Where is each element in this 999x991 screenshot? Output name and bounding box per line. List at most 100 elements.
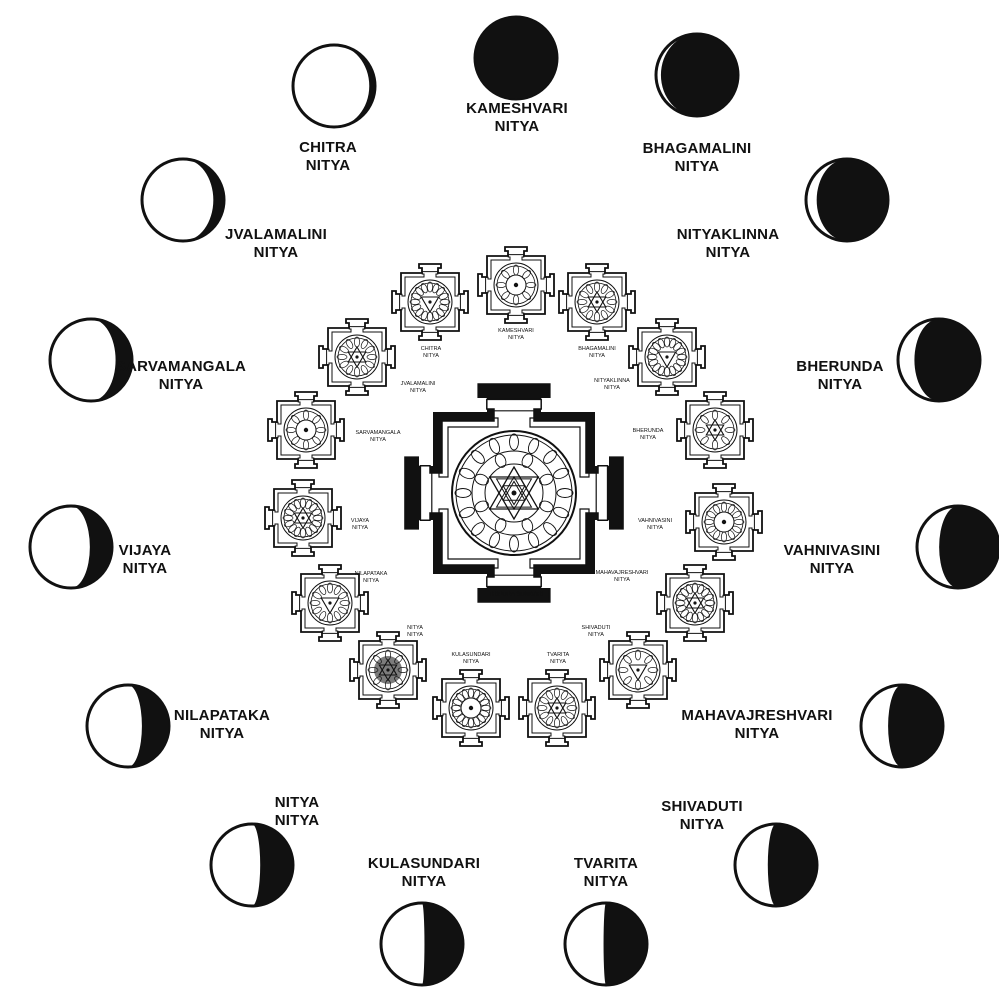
yantra-label-line1: VIJAYA xyxy=(351,518,369,525)
yantra-label-line2: NITYA xyxy=(498,335,534,342)
yantra-label-line2: NITYA xyxy=(401,388,436,395)
label-line2: NITYA xyxy=(677,244,779,262)
label-line2: NITYA xyxy=(466,118,568,136)
label-line1: BHAGAMALINI xyxy=(643,140,752,158)
moon-phase-kulasundari xyxy=(381,903,463,985)
label-line2: NITYA xyxy=(368,873,480,891)
central-label: TRIPURA SUNDARI xyxy=(489,592,544,599)
label-line2: NITYA xyxy=(299,157,357,175)
yantra-bherunda xyxy=(677,392,753,468)
yantra-bhagamalini xyxy=(559,264,635,340)
label-line2: NITYA xyxy=(116,376,246,394)
yantra-jvalamalini xyxy=(319,319,395,395)
yantra-nityaklinna xyxy=(629,319,705,395)
moon-phase-mahavajreshvari xyxy=(861,685,943,767)
yantra-label-line1: VAHNIVASINI xyxy=(638,518,672,525)
yantra-label-line2: NITYA xyxy=(594,385,630,392)
label-line1: SHIVADUTI xyxy=(661,798,743,816)
label-line2: NITYA xyxy=(661,816,743,834)
yantra-vahnivasini xyxy=(686,484,762,560)
label-line2: NITYA xyxy=(796,376,883,394)
label-line1: NITYAKLINNA xyxy=(677,226,779,244)
label-line1: TVARITA xyxy=(574,855,638,873)
yantra-mahavajreshvari xyxy=(657,565,733,641)
yantra-label-line1: JVALAMALINI xyxy=(401,381,436,388)
yantra-label-line2: NITYA xyxy=(407,632,423,639)
yantra-label-line1: SHIVADUTI xyxy=(582,625,611,632)
moon-phase-nitya xyxy=(211,824,293,906)
label-line2: NITYA xyxy=(275,812,320,830)
moon-phase-vijaya xyxy=(30,506,112,588)
moon-phase-shivaduti xyxy=(735,824,817,906)
yantra-label-vahnivasini: VAHNIVASININITYA xyxy=(638,518,672,531)
yantra-label-line2: NITYA xyxy=(451,659,490,666)
moon-phase-tvarita xyxy=(565,903,647,985)
yantra-kulasundari xyxy=(433,670,509,746)
moon-phase-kameshvari xyxy=(475,17,557,99)
yantra-label-line1: BHAGAMALINI xyxy=(578,346,616,353)
label-line1: CHITRA xyxy=(299,139,357,157)
label-bhagamalini: BHAGAMALININITYA xyxy=(643,140,752,176)
yantra-label-line1: NITYA xyxy=(407,625,423,632)
moon-phase-chitra xyxy=(293,45,375,127)
yantra-kameshvari xyxy=(478,247,554,323)
yantra-label-line1: CHITRA xyxy=(421,346,441,353)
label-line1: KULASUNDARI xyxy=(368,855,480,873)
yantra-sarvamangala xyxy=(268,392,344,468)
label-line2: NITYA xyxy=(574,873,638,891)
yantra-label-line2: NITYA xyxy=(638,525,672,532)
label-line2: NITYA xyxy=(174,725,270,743)
yantra-label-line1: SARVAMANGALA xyxy=(355,430,400,437)
moon-phase-bhagamalini xyxy=(656,34,738,116)
label-line1: BHERUNDA xyxy=(796,358,883,376)
label-line2: NITYA xyxy=(119,560,172,578)
yantra-label-line2: NITYA xyxy=(578,353,616,360)
yantra-label-line2: NITYA xyxy=(355,437,400,444)
label-line1: VAHNIVASINI xyxy=(784,542,881,560)
yantra-vijaya xyxy=(265,480,341,556)
moon-phase-nityaklinna xyxy=(806,159,888,241)
yantra-label-line2: NITYA xyxy=(582,632,611,639)
yantra-label-line1: KAMESHVARI xyxy=(498,328,534,335)
label-line2: NITYA xyxy=(784,560,881,578)
label-line1: VIJAYA xyxy=(119,542,172,560)
yantra-label-line1: MAHAVAJRESHVARI xyxy=(596,570,649,577)
yantra-nitya xyxy=(350,632,426,708)
yantra-tvarita xyxy=(519,670,595,746)
yantra-label-line1: NITYAKLINNA xyxy=(594,378,630,385)
moon-phase-nilapataka xyxy=(87,685,169,767)
yantra-label-line1: BHERUNDA xyxy=(633,428,664,435)
label-line1: JVALAMALINI xyxy=(225,226,327,244)
label-line2: NITYA xyxy=(225,244,327,262)
yantra-label-line2: NITYA xyxy=(633,435,664,442)
label-line1: MAHAVAJRESHVARI xyxy=(681,707,832,725)
label-line2: NITYA xyxy=(681,725,832,743)
yantra-label-line2: NITYA xyxy=(547,659,569,666)
yantra-label-line1: TVARITA xyxy=(547,652,569,659)
